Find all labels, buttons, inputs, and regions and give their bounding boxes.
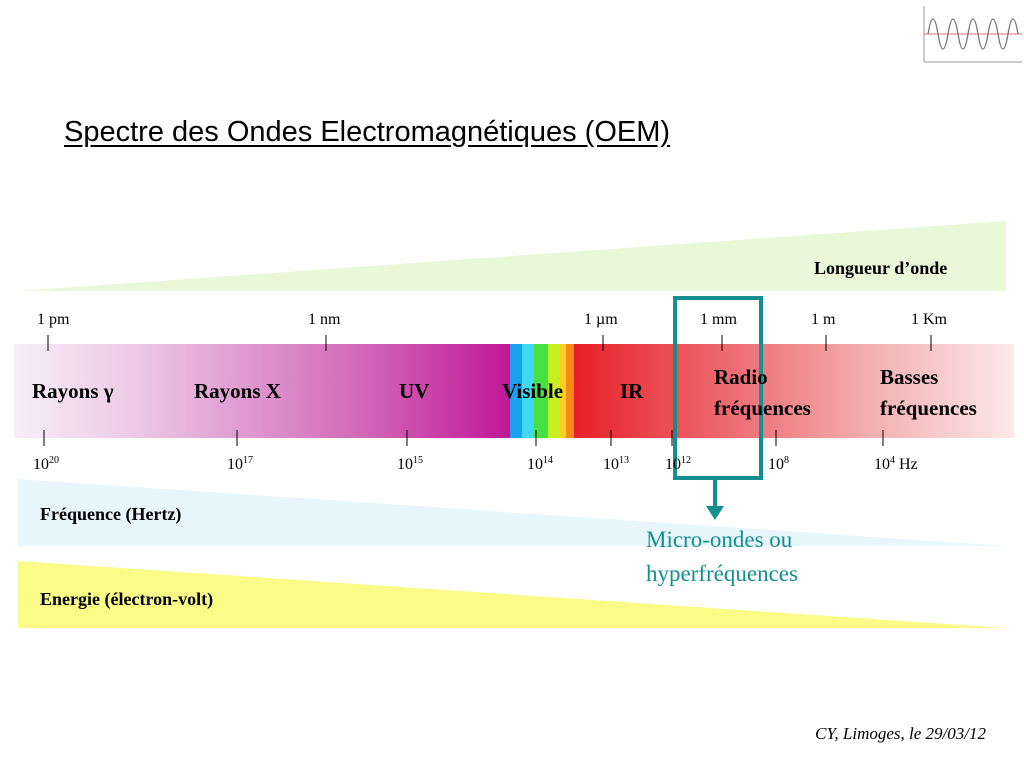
visible-stripe-green bbox=[534, 344, 548, 438]
wavelength-label: Longueur d’onde bbox=[814, 258, 948, 278]
band-label-visible: Visible bbox=[502, 379, 564, 403]
visible-stripe-orange bbox=[566, 344, 574, 438]
frequency-tick-label: 1012 bbox=[665, 455, 691, 474]
wavelength-tick-label: 1 m bbox=[811, 311, 836, 328]
band-label-low-freq-line2: fréquences bbox=[880, 396, 977, 420]
visible-stripe-cyan bbox=[522, 344, 534, 438]
wavelength-tick-label: 1 pm bbox=[37, 311, 70, 328]
energy-label: Energie (électron-volt) bbox=[40, 589, 214, 609]
wavelength-tick-label: 1 µm bbox=[584, 311, 618, 328]
frequency-tick-label: 104 Hz bbox=[874, 455, 918, 474]
band-label-low-freq: Basses fréquences bbox=[880, 362, 977, 424]
frequency-tick-label: 1015 bbox=[397, 455, 423, 474]
frequency-tick-label: 1014 bbox=[527, 455, 553, 474]
microwave-caption-line2: hyperfréquences bbox=[646, 561, 798, 586]
frequency-tick-label: 1020 bbox=[33, 455, 59, 474]
band-label-gamma: Rayons γ bbox=[32, 379, 114, 403]
wavelength-wedge bbox=[18, 221, 1006, 291]
sine-wave-logo bbox=[923, 6, 1022, 63]
frequency-label: Fréquence (Hertz) bbox=[40, 504, 182, 524]
frequency-wedge bbox=[18, 479, 1006, 546]
band-label-radio: Radio fréquences bbox=[714, 362, 811, 424]
visible-stripe-lime bbox=[548, 344, 560, 438]
microwave-caption: Micro-ondes ou hyperfréquences bbox=[646, 523, 906, 591]
band-label-low-freq-line1: Basses bbox=[880, 365, 939, 389]
microwave-arrow-head bbox=[706, 506, 724, 520]
page-title: Spectre des Ondes Electromagnétiques (OE… bbox=[64, 116, 671, 148]
microwave-caption-line1: Micro-ondes ou bbox=[646, 527, 793, 552]
band-label-radio-line1: Radio bbox=[714, 365, 768, 389]
visible-stripe-yellow bbox=[560, 344, 566, 438]
microwave-highlight-box bbox=[673, 296, 763, 480]
band-label-radio-line2: fréquences bbox=[714, 396, 811, 420]
energy-wedge bbox=[18, 561, 1006, 628]
frequency-tick-marks bbox=[43, 430, 884, 446]
frequency-tick-label: 1017 bbox=[227, 455, 253, 474]
band-label-uv: UV bbox=[399, 379, 430, 403]
wavelength-tick-label: 1 nm bbox=[308, 311, 341, 328]
frequency-tick-label: 108 bbox=[768, 455, 789, 474]
band-label-ir: IR bbox=[620, 379, 644, 403]
spectrum-bar-low-energy bbox=[574, 344, 1014, 438]
spectrum-bar-high-energy bbox=[14, 344, 510, 438]
frequency-tick-label: 1013 bbox=[603, 455, 629, 474]
wavelength-tick-label: 1 Km bbox=[911, 311, 947, 328]
visible-stripe-blue bbox=[510, 344, 522, 438]
wavelength-tick-label: 1 mm bbox=[700, 311, 737, 328]
footer-credit: CY, Limoges, le 29/03/12 bbox=[815, 724, 986, 743]
wavelength-tick-marks bbox=[47, 335, 932, 351]
band-label-xray: Rayons X bbox=[194, 379, 281, 403]
